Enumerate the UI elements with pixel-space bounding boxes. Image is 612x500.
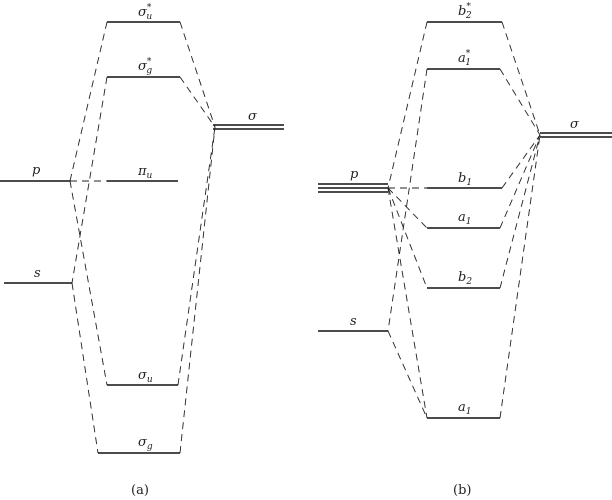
label-b-b2: b2 xyxy=(458,270,472,287)
label-b-a1-low: a1 xyxy=(458,400,472,417)
label-a-sigma-u: σu xyxy=(138,368,153,385)
caption-a: (a) xyxy=(131,483,149,498)
label-a-s: s xyxy=(34,266,41,281)
level-b-p xyxy=(318,183,388,193)
panel-a: σ*u σ*g σ p πu s σu σg (a) xyxy=(0,3,284,498)
label-a-sigma-u-star: σ*u xyxy=(138,3,152,22)
level-a-sigma xyxy=(213,124,284,130)
correlation-lines-a xyxy=(69,21,216,454)
label-a-sigma-g-star: σ*g xyxy=(138,57,152,76)
caption-b: (b) xyxy=(453,483,471,498)
label-a-pi-u: πu xyxy=(137,164,153,181)
label-b-a1-star: a*1 xyxy=(458,49,471,68)
label-b-sigma: σ xyxy=(570,117,580,132)
label-a-p: p xyxy=(32,163,41,178)
label-a-sigma-g: σg xyxy=(138,435,153,452)
level-b-sigma xyxy=(540,132,612,138)
label-b-a1-mid: a1 xyxy=(458,210,472,227)
label-b-p: p xyxy=(350,167,359,182)
label-b-s: s xyxy=(350,314,357,329)
label-b-b2-star: b*2 xyxy=(458,2,472,21)
label-a-sigma: σ xyxy=(248,109,258,124)
correlation-lines-b xyxy=(387,21,541,419)
label-b-b1: b1 xyxy=(458,171,472,188)
panel-b: b*2 a*1 σ p b1 a1 b2 s a1 (b) xyxy=(318,2,612,498)
